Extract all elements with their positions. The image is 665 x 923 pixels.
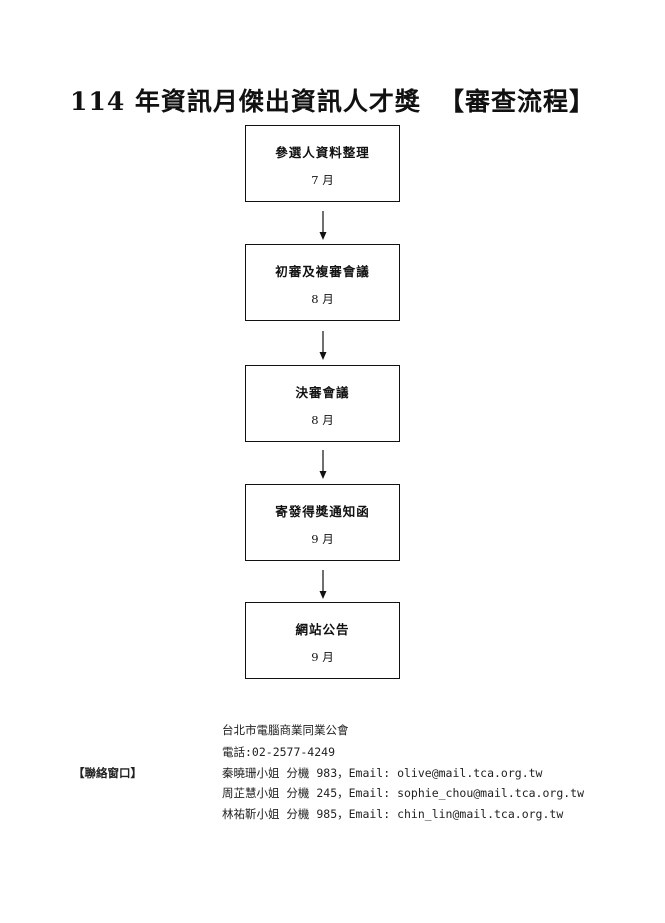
page-title: 114 年資訊月傑出資訊人才獎【審查流程】 xyxy=(0,82,665,118)
contact-org: 台北市電腦商業同業公會 xyxy=(222,723,349,737)
step-box-1: 參選人資料整理 7 月 xyxy=(245,125,400,202)
step-month: 9 月 xyxy=(311,650,334,664)
contact-person-1: 秦曉珊小姐 分機 983，Email: olive@mail.tca.org.t… xyxy=(222,766,543,780)
step-box-5: 網站公告 9 月 xyxy=(245,602,400,679)
step-month: 8 月 xyxy=(311,413,334,427)
arrow-down-icon xyxy=(319,211,327,240)
contact-window-label: 【聯絡窗口】 xyxy=(73,766,142,780)
step-label: 參選人資料整理 xyxy=(275,145,370,160)
title-tag: 【審查流程】 xyxy=(438,87,595,116)
step-label: 寄發得獎通知函 xyxy=(275,504,370,519)
step-label: 網站公告 xyxy=(295,622,350,637)
contact-phone: 電話:02-2577-4249 xyxy=(222,745,336,759)
step-label: 決審會議 xyxy=(295,385,350,400)
arrow-down-icon xyxy=(319,331,327,360)
arrow-down-icon xyxy=(319,450,327,479)
step-label: 初審及複審會議 xyxy=(275,264,370,279)
step-month: 8 月 xyxy=(311,292,334,306)
arrow-down-icon xyxy=(319,570,327,599)
step-box-4: 寄發得獎通知函 9 月 xyxy=(245,484,400,561)
contact-person-2: 周芷慧小姐 分機 245，Email: sophie_chou@mail.tca… xyxy=(222,786,585,800)
step-box-3: 決審會議 8 月 xyxy=(245,365,400,442)
step-month: 7 月 xyxy=(311,173,334,187)
step-month: 9 月 xyxy=(311,532,334,546)
title-main: 114 年資訊月傑出資訊人才獎 xyxy=(70,87,421,116)
step-box-2: 初審及複審會議 8 月 xyxy=(245,244,400,321)
contact-person-3: 林祐靳小姐 分機 985，Email: chin_lin@mail.tca.or… xyxy=(222,807,564,821)
